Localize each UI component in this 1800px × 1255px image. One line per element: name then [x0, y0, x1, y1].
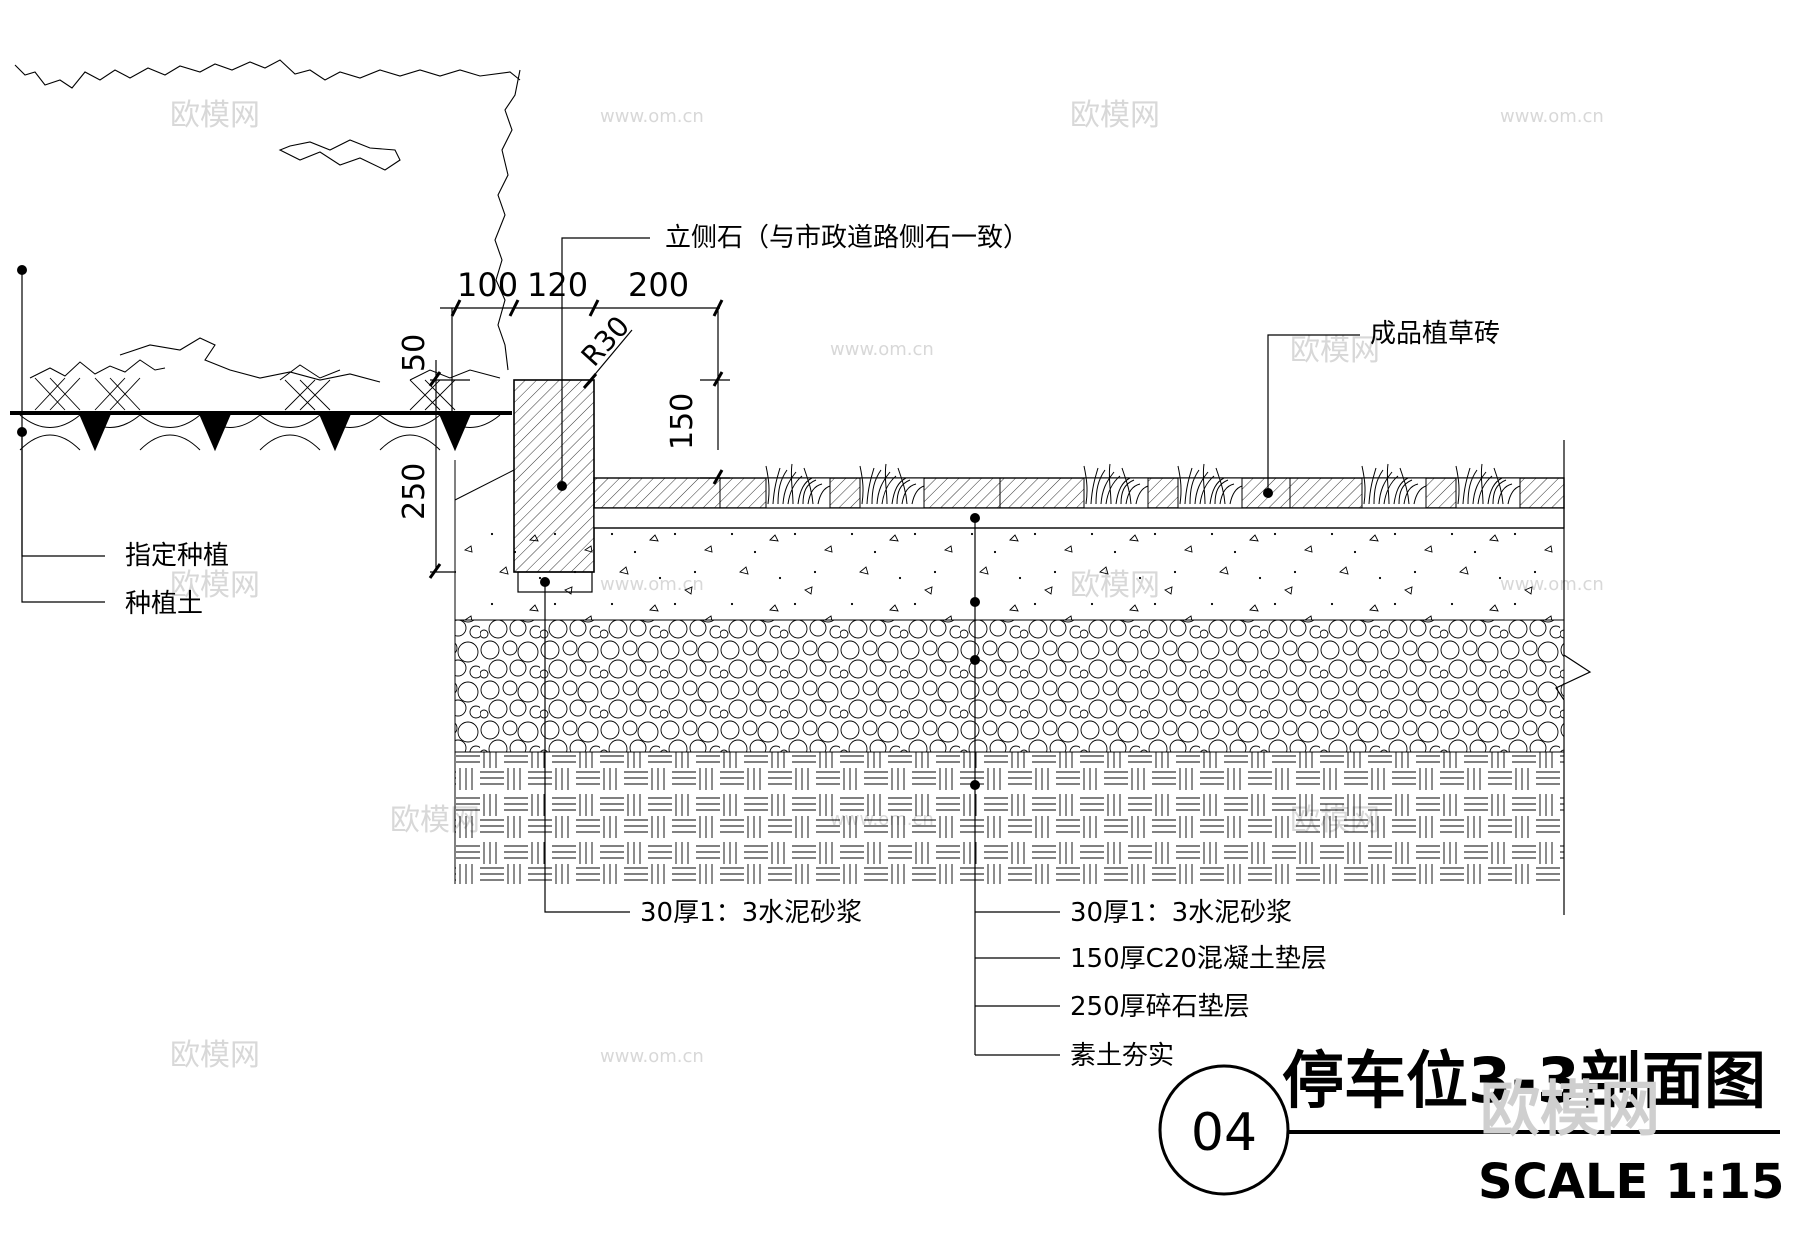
compacted-soil-layer — [455, 752, 1564, 884]
dimension-lines — [428, 299, 730, 579]
planting-area — [10, 359, 512, 452]
drawing-number: 04 — [1191, 1103, 1257, 1163]
break-line — [1555, 440, 1592, 915]
gravel-layer — [454, 619, 1565, 753]
label-curb-stone: 立侧石（与市政道路侧石一致） — [665, 223, 1029, 253]
concrete-layer — [455, 528, 1564, 620]
watermark-site: www.om.cn — [830, 339, 934, 360]
material-labels: 立侧石（与市政道路侧石一致） 成品植草砖 指定种植 种植土 30厚1：3水泥砂浆… — [125, 223, 1500, 1071]
dim-120: 120 — [527, 266, 588, 304]
dim-radius: R30 — [575, 310, 636, 373]
title-block: 04 停车位3-3剖面图 SCALE 1:15 欧模网 — [1158, 1044, 1784, 1210]
dim-100: 100 — [457, 266, 518, 304]
watermark-logo: 欧模网 — [1290, 333, 1380, 368]
watermark-site: www.om.cn — [600, 106, 704, 127]
mortar-layer — [593, 507, 1565, 529]
label-grass-brick: 成品植草砖 — [1370, 319, 1500, 349]
label-soil-compact: 素土夯实 — [1070, 1041, 1174, 1071]
label-mortar-right: 30厚1：3水泥砂浆 — [1070, 898, 1292, 928]
dim-200: 200 — [628, 266, 689, 304]
watermark-logo: 欧模网 — [1070, 98, 1160, 133]
watermark-logo: 欧模网 — [170, 98, 260, 133]
grass-brick-layer — [593, 463, 1565, 509]
label-mortar-left: 30厚1：3水泥砂浆 — [640, 898, 862, 928]
drawing-title: 停车位3-3剖面图 — [1282, 1044, 1766, 1117]
leader-dots — [17, 265, 1273, 790]
tree-silhouette — [14, 59, 521, 383]
dim-150: 150 — [665, 393, 700, 450]
watermark-logo: 欧模网 — [170, 568, 260, 603]
watermark-logo: 欧模网 — [170, 1038, 260, 1073]
dim-250: 250 — [397, 463, 432, 520]
label-gravel: 250厚碎石垫层 — [1070, 992, 1250, 1022]
label-designated-planting: 指定种植 — [125, 541, 229, 571]
label-concrete: 150厚C20混凝土垫层 — [1070, 944, 1327, 974]
watermark-site: www.om.cn — [1500, 106, 1604, 127]
label-planting-soil: 种植土 — [125, 589, 203, 619]
watermark-site: www.om.cn — [600, 1046, 704, 1067]
dim-50: 50 — [397, 334, 432, 372]
title-watermark: 欧模网 — [1480, 1075, 1660, 1145]
drawing-scale: SCALE 1:15 — [1478, 1154, 1784, 1210]
